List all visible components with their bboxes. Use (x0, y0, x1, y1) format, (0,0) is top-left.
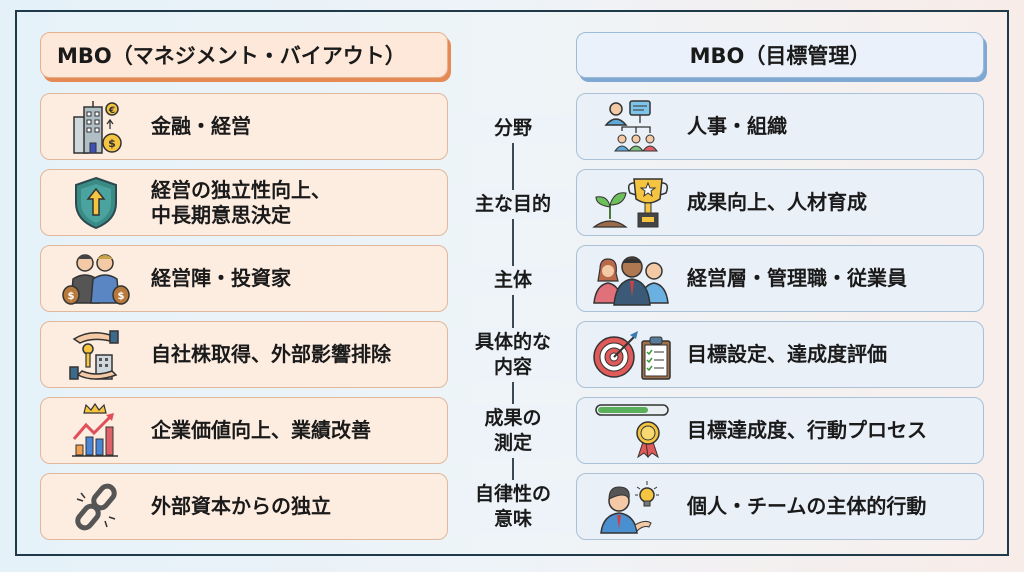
mbo-objectives-header: MBO（目標管理） (576, 32, 984, 78)
category-purpose: 主な目的 (452, 190, 574, 219)
growth-chart-crown-icon (41, 401, 151, 461)
buyout-purpose-text: 経営の独立性向上、 中長期意思決定 (151, 177, 331, 227)
buyout-item-actor: $ $ 経営陣・投資家 (40, 245, 448, 312)
category-autonomy: 自律性の 意味 (452, 480, 574, 534)
connector-line (512, 122, 514, 502)
sprout-trophy-icon (577, 173, 687, 233)
objectives-measurement-text: 目標達成度、行動プロセス (687, 418, 927, 442)
category-field: 分野 (452, 114, 574, 143)
broken-chain-icon (41, 477, 151, 537)
svg-text:€: € (108, 106, 115, 116)
target-checklist-icon (577, 325, 687, 385)
buyout-field-text: 金融・経営 (151, 114, 251, 138)
buyout-item-content: 自社株取得、外部影響排除 (40, 321, 448, 388)
svg-text:$: $ (68, 291, 75, 302)
objectives-item-purpose: 成果向上、人材育成 (576, 169, 984, 236)
category-measurement: 成果の 測定 (452, 404, 574, 458)
objectives-content-text: 目標設定、達成度評価 (687, 342, 887, 366)
org-chart-people-icon (577, 97, 687, 157)
buyout-measurement-text: 企業価値向上、業績改善 (151, 418, 371, 442)
mbo-objectives-column: MBO（目標管理） 人事・組織 (576, 32, 984, 540)
buyout-item-field: € $ 金融・経営 (40, 93, 448, 160)
category-content: 具体的な 内容 (452, 328, 574, 382)
objectives-field-text: 人事・組織 (687, 114, 787, 138)
buyout-item-measurement: 企業価値向上、業績改善 (40, 397, 448, 464)
team-people-icon (577, 249, 687, 309)
buyout-actor-text: 経営陣・投資家 (151, 266, 291, 290)
objectives-item-measurement: 目標達成度、行動プロセス (576, 397, 984, 464)
svg-text:$: $ (118, 291, 125, 302)
objectives-item-actor: 経営層・管理職・従業員 (576, 245, 984, 312)
buyout-autonomy-text: 外部資本からの独立 (151, 494, 331, 518)
progress-medal-icon (577, 401, 687, 461)
objectives-item-field: 人事・組織 (576, 93, 984, 160)
building-coins-icon: € $ (41, 97, 151, 157)
shield-arrow-icon (41, 173, 151, 233)
hand-key-building-icon (41, 325, 151, 385)
svg-text:$: $ (108, 137, 116, 150)
objectives-autonomy-text: 個人・チームの主体的行動 (687, 494, 927, 518)
mbo-buyout-column: MBO（マネジメント・バイアウト） € $ 金融・経営 (40, 32, 448, 540)
mbo-buyout-header: MBO（マネジメント・バイアウト） (40, 32, 448, 78)
objectives-item-content: 目標設定、達成度評価 (576, 321, 984, 388)
category-axis: 分野 主な目的 主体 具体的な 内容 成果の 測定 自律性の 意味 (452, 92, 574, 542)
buyout-content-text: 自社株取得、外部影響排除 (151, 342, 391, 366)
objectives-actor-text: 経営層・管理職・従業員 (687, 266, 907, 290)
buyout-item-purpose: 経営の独立性向上、 中長期意思決定 (40, 169, 448, 236)
buyout-item-autonomy: 外部資本からの独立 (40, 473, 448, 540)
objectives-purpose-text: 成果向上、人材育成 (687, 190, 867, 214)
person-lightbulb-icon (577, 477, 687, 537)
investors-moneybag-icon: $ $ (41, 249, 151, 309)
category-actor: 主体 (452, 266, 574, 295)
objectives-item-autonomy: 個人・チームの主体的行動 (576, 473, 984, 540)
